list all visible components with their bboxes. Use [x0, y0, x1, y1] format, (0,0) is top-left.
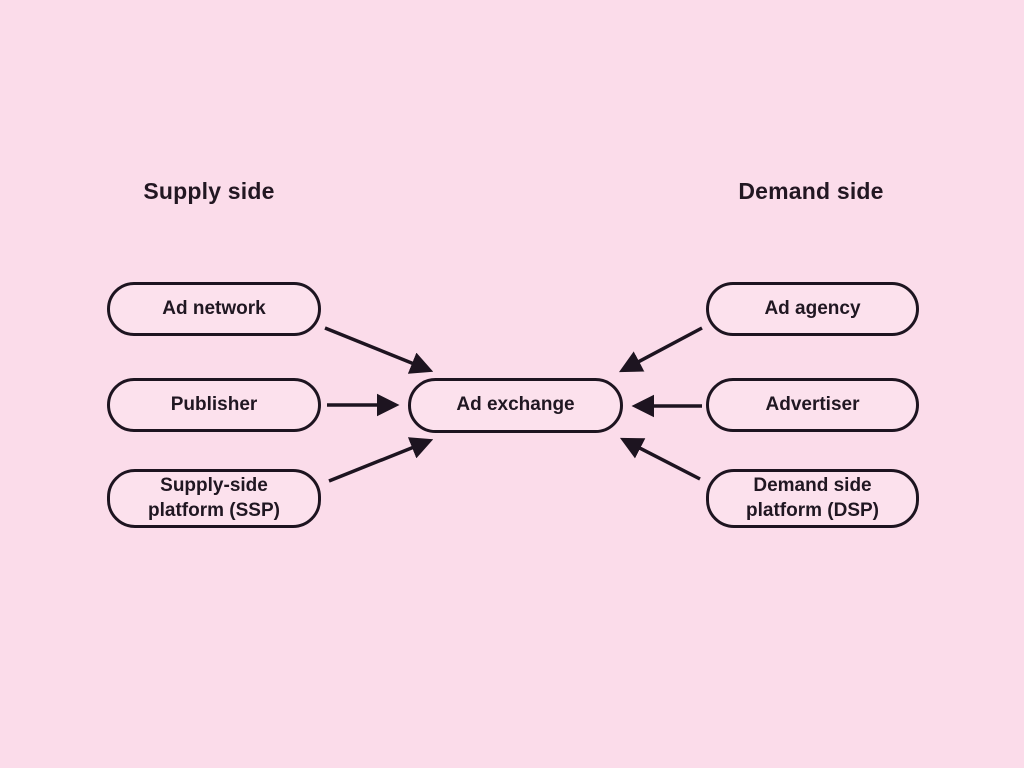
- node-publisher-label: Publisher: [170, 393, 258, 415]
- arrow-ssp-to-exchange: [328, 437, 434, 483]
- arrow-ad-agency-to-exchange: [618, 326, 703, 373]
- demand-side-title: Demand side: [738, 178, 884, 204]
- node-ad-agency-label: Ad agency: [764, 297, 861, 319]
- node-ad-agency: Ad agency: [706, 282, 919, 336]
- arrow-dsp-to-exchange: [619, 437, 701, 481]
- node-supply-side-platform-label: Supply-side platform (SSP): [148, 474, 280, 521]
- node-demand-side-platform-label: Demand side platform (DSP): [746, 474, 879, 521]
- node-demand-side-platform: Demand side platform (DSP): [706, 469, 919, 528]
- node-ad-network: Ad network: [107, 282, 321, 336]
- node-ad-exchange: Ad exchange: [408, 378, 623, 433]
- node-advertiser: Advertiser: [706, 378, 919, 432]
- node-ad-exchange-label: Ad exchange: [456, 394, 575, 416]
- node-publisher: Publisher: [107, 378, 321, 432]
- arrow-ad-network-to-exchange: [324, 326, 434, 374]
- node-supply-side-platform: Supply-side platform (SSP): [107, 469, 321, 528]
- node-advertiser-label: Advertiser: [765, 393, 860, 415]
- supply-side-title: Supply side: [143, 178, 275, 204]
- node-ad-network-label: Ad network: [162, 297, 266, 319]
